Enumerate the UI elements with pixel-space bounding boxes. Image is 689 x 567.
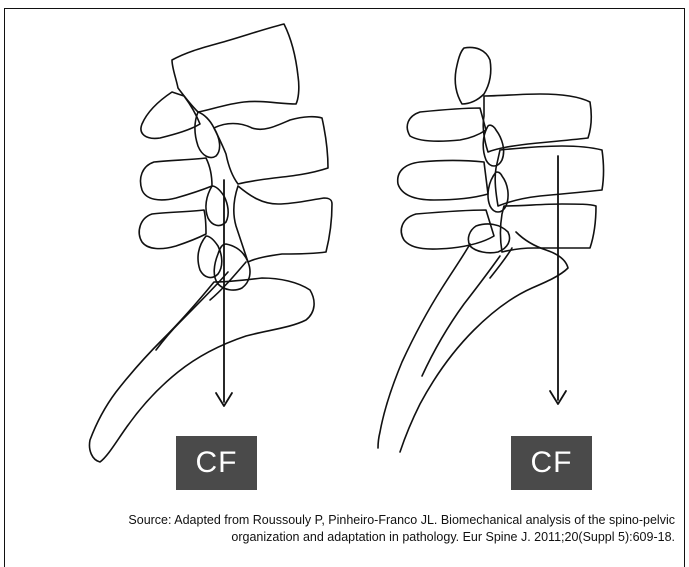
right-vertebra-2 — [495, 146, 603, 206]
left-facet-3 — [198, 236, 222, 277]
left-posterior-3 — [139, 210, 206, 249]
left-sacrum-inner — [156, 272, 228, 350]
right-posterior-3 — [401, 210, 494, 249]
right-posterior-2 — [398, 161, 488, 201]
left-vertebra-1 — [172, 24, 299, 112]
left-facet-1 — [195, 112, 220, 158]
source-line-1: Source: Adapted from Roussouly P, Pinhei… — [35, 512, 675, 529]
left-vertebra-3 — [234, 186, 332, 262]
right-vertebra-1b — [483, 94, 591, 152]
right-sacrum-front — [378, 244, 470, 448]
left-posterior-1 — [141, 92, 200, 138]
center-of-force-label-left: CF — [176, 436, 257, 490]
source-citation: Source: Adapted from Roussouly P, Pinhei… — [35, 512, 675, 546]
right-spine — [378, 48, 604, 453]
left-posterior-2 — [141, 158, 213, 200]
left-spine — [89, 24, 332, 462]
right-sacrum — [400, 232, 568, 452]
left-sacrum — [89, 278, 314, 462]
right-vertebra-3 — [501, 204, 597, 252]
left-vertebra-2 — [214, 117, 328, 184]
right-posterior-1 — [407, 108, 486, 141]
center-of-force-label-right: CF — [511, 436, 592, 490]
source-line-2: organization and adaptation in pathology… — [35, 529, 675, 546]
